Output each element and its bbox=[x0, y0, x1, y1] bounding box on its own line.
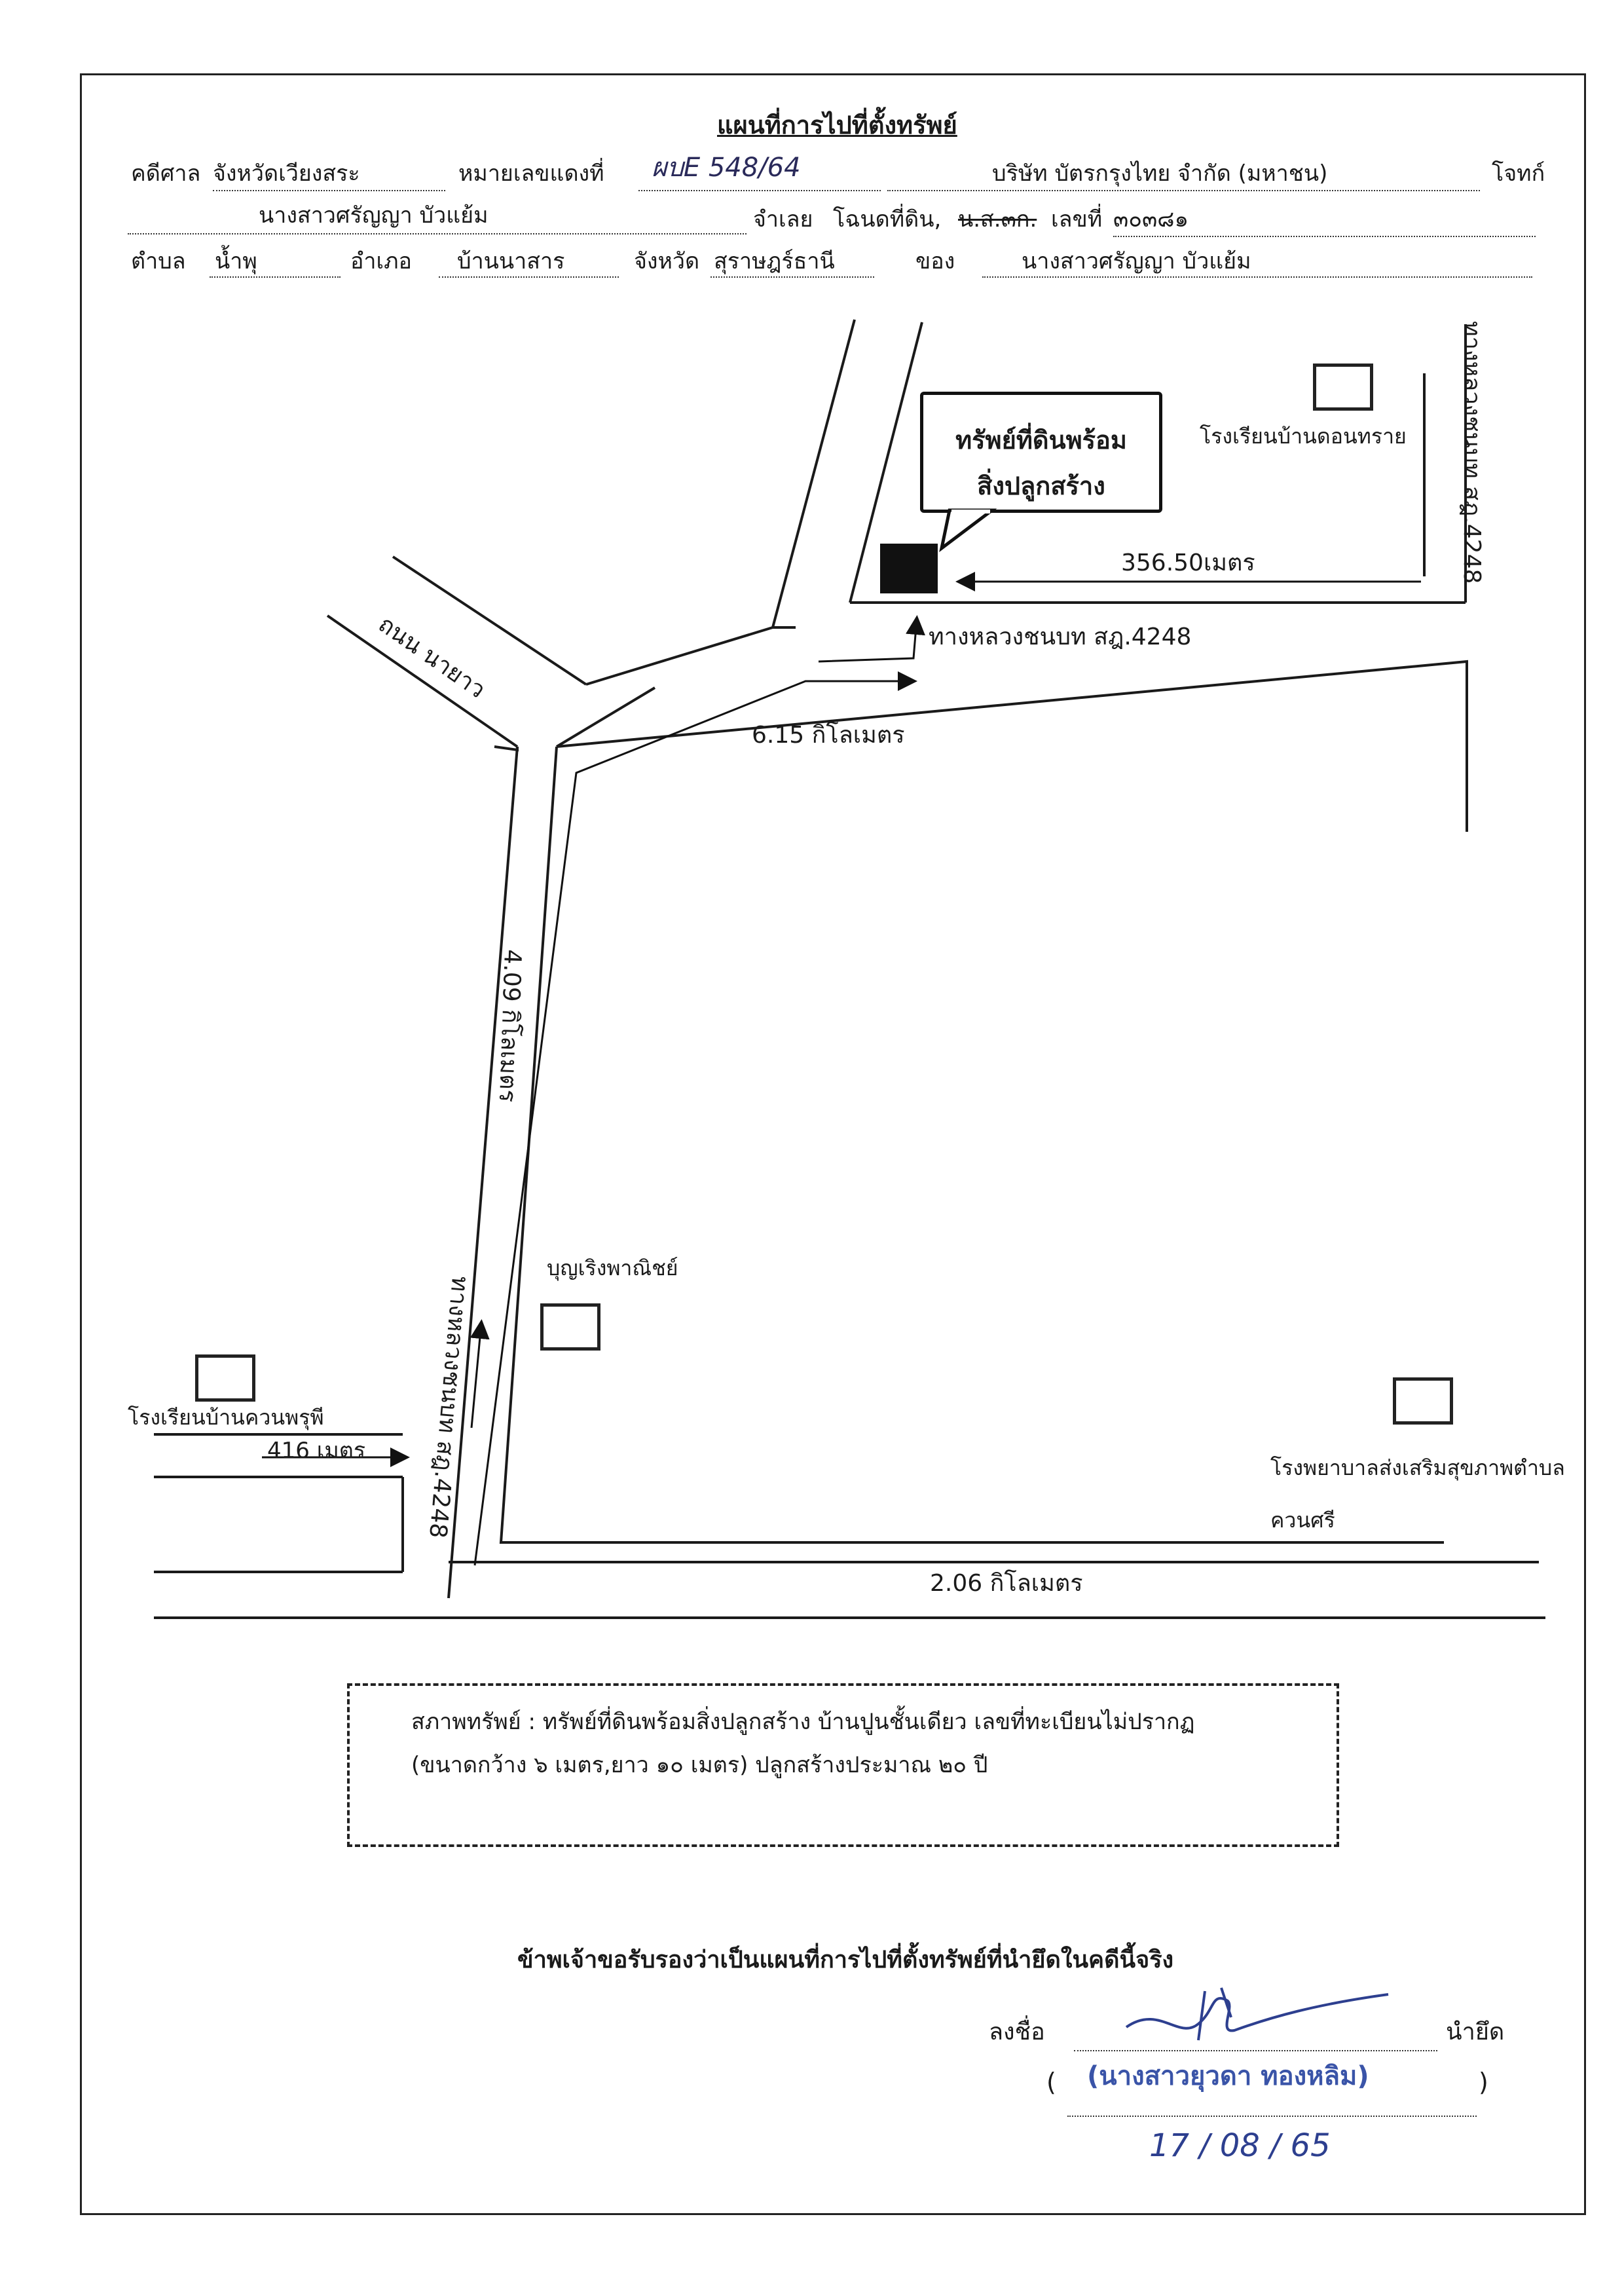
signature bbox=[1125, 1987, 1389, 2041]
court-dotted-line bbox=[213, 190, 445, 191]
name-stamp: (นางสาวยุวดา ทองหลิม) bbox=[1087, 2061, 1369, 2091]
school-north-marker bbox=[1313, 364, 1373, 411]
plaintiff-dotted-line bbox=[887, 190, 1480, 191]
distance-409km-label: 4.09 กิโลเมตร bbox=[493, 948, 526, 1103]
callout-line1: ทรัพย์ที่ดินพร้อม bbox=[955, 426, 1127, 455]
road-upper-edge bbox=[585, 626, 796, 686]
district-value: บ้านนาสาร bbox=[457, 248, 565, 274]
court-label: คดีศาล bbox=[131, 160, 201, 187]
hospital-label-line1: โรงพยาบาลส่งเสริมสุขภาพตำบล bbox=[1270, 1455, 1565, 1480]
province-value: สุราษฎร์ธานี bbox=[714, 248, 835, 274]
certification-statement: ข้าพเจ้าขอรับรองว่าเป็นแผนที่การไปที่ตั้… bbox=[517, 1947, 1174, 1973]
property-callout: ทรัพย์ที่ดินพร้อม สิ่งปลูกสร้าง bbox=[920, 392, 1162, 513]
district-dotted-line bbox=[439, 276, 619, 278]
owner-label: ของ bbox=[915, 248, 955, 274]
plaintiff-label: โจทก์ bbox=[1492, 160, 1545, 187]
road-main-west-edge bbox=[447, 746, 519, 1599]
road-nayao-upper bbox=[392, 555, 587, 686]
deed-no-value: ๓๐๓๘๑ bbox=[1113, 206, 1189, 233]
owner-dotted-line bbox=[982, 276, 1532, 278]
deed-label: โฉนดที่ดิน, bbox=[833, 206, 942, 233]
property-marker bbox=[880, 544, 938, 593]
case-no-dotted-line bbox=[638, 190, 881, 191]
close-paren: ) bbox=[1479, 2068, 1488, 2097]
road-nayao-corner bbox=[555, 686, 656, 748]
road-north-right-edge bbox=[849, 322, 923, 603]
deed-struck-type: น.ส.๓ก. bbox=[958, 206, 1037, 233]
district-label: อำเภอ bbox=[350, 248, 412, 274]
road-main-inner-edge bbox=[499, 746, 1444, 1544]
callout-line2: สิ่งปลูกสร้าง bbox=[977, 472, 1105, 500]
road-north-left-edge bbox=[771, 319, 856, 628]
signature-dotted-line bbox=[1074, 2050, 1437, 2051]
defendant-value: นางสาวศรัญญา บัวแย้ม bbox=[259, 202, 489, 229]
shop-marker bbox=[540, 1303, 600, 1351]
distance-206km-label: 2.06 กิโลเมตร bbox=[930, 1570, 1083, 1597]
defendant-dotted-line bbox=[128, 233, 747, 234]
route-arrow-to-property bbox=[818, 615, 925, 663]
subdistrict-value: น้ำพุ bbox=[215, 248, 257, 274]
route-arrow-main bbox=[473, 671, 917, 1566]
subdistrict-dotted-line bbox=[210, 276, 341, 278]
document-title: แผนที่การไปที่ตั้งทรัพย์ bbox=[717, 111, 957, 140]
subdistrict-label: ตำบล bbox=[131, 248, 186, 274]
open-paren: ( bbox=[1046, 2068, 1056, 2097]
hospital-marker bbox=[1393, 1377, 1453, 1425]
signed-date: 17 / 08 / 65 bbox=[1149, 2127, 1331, 2164]
court-value: จังหวัดเวียงสระ bbox=[213, 160, 360, 187]
route-arrow-north bbox=[470, 1319, 490, 1428]
road-4248-east-edge bbox=[556, 660, 1468, 832]
property-condition-box bbox=[347, 1683, 1339, 1847]
name-dotted-line bbox=[1067, 2116, 1477, 2117]
owner-value: นางสาวศรัญญา บัวแย้ม bbox=[1022, 248, 1251, 274]
sign-label: ลงชื่อ bbox=[989, 2019, 1045, 2045]
condition-line1: สภาพทรัพย์ : ทรัพย์ที่ดินพร้อมสิ่งปลูกสร… bbox=[411, 1709, 1195, 1735]
school-south-label: โรงเรียนบ้านควนพรุพี bbox=[128, 1405, 324, 1430]
deed-no-label: เลขที่ bbox=[1051, 206, 1103, 233]
shop-label: บุญเริงพาณิชย์ bbox=[547, 1256, 678, 1280]
deed-no-dotted-line bbox=[1113, 236, 1536, 237]
road-right-vertical-label: ทางหลวงชนบท สฎ.4248 bbox=[1458, 321, 1485, 584]
case-no-value: ผบE 548/64 bbox=[652, 153, 801, 183]
distance-615km-label: 6.15 กิโลเมตร bbox=[752, 722, 905, 749]
hospital-label-line2: ควนศรี bbox=[1270, 1508, 1335, 1533]
road-top-label: ทางหลวงชนบท สฎ.4248 bbox=[929, 624, 1192, 650]
page-border bbox=[80, 73, 1586, 2215]
road-nayao-lower bbox=[326, 614, 519, 748]
role-label: นำยึด bbox=[1446, 2019, 1505, 2045]
plaintiff-value: บริษัท บัตรกรุงไทย จำกัด (มหาชน) bbox=[992, 160, 1328, 187]
defendant-label: จำเลย bbox=[753, 206, 813, 233]
callout-pointer bbox=[939, 508, 997, 552]
distance-356m-label: 356.50เมตร bbox=[1121, 550, 1255, 576]
case-no-label: หมายเลขแดงที่ bbox=[458, 160, 604, 187]
school-south-marker bbox=[195, 1354, 255, 1402]
distance-416m-label: 416 เมตร bbox=[267, 1438, 366, 1464]
school-north-label: โรงเรียนบ้านดอนทราย bbox=[1200, 424, 1407, 449]
condition-line2: (ขนาดกว้าง ๖ เมตร,ยาว ๑๐ เมตร) ปลูกสร้าง… bbox=[411, 1752, 988, 1778]
province-label: จังหวัด bbox=[634, 248, 700, 274]
province-dotted-line bbox=[710, 276, 874, 278]
